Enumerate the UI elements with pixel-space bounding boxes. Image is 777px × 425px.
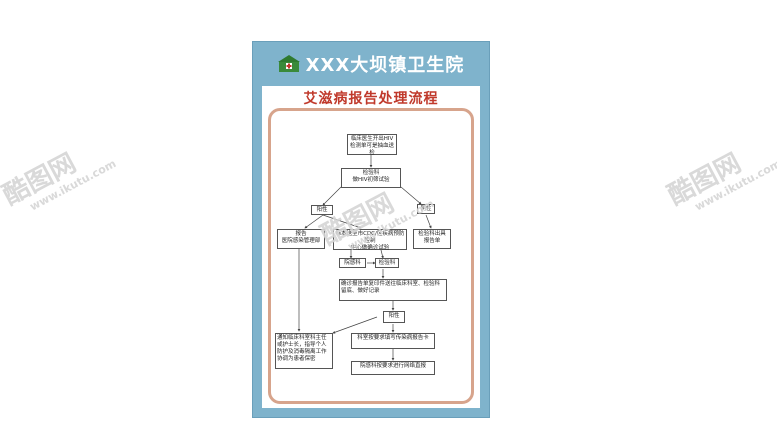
step-feedback-text: 确诊报告单复印件送往临床科室、检验科 留底、做好记录 — [341, 281, 441, 294]
step-lab-screening: 检验科 做HIV初筛试验 — [341, 168, 401, 188]
step-request: 临床医生开出HIV检测单可是抽血送检 — [347, 134, 397, 156]
poster-board: XXX大坝镇卫生院 艾滋病报告处理流程 — [252, 41, 490, 418]
step-fill-card: 科室按要求填写传染病报告卡 — [351, 333, 435, 349]
poster-header: XXX大坝镇卫生院 — [253, 42, 489, 86]
step-confirm-test: 标本送至市CDC/区疾病预防控制 中心做确诊试验 — [333, 229, 407, 251]
positive-node-2: 阳性 — [383, 311, 405, 323]
flowchart-frame: 临床医生开出HIV检测单可是抽血送检 检验科 做HIV初筛试验 阳性 阴性 报告… — [268, 108, 474, 404]
poster-body: 艾滋病报告处理流程 — [262, 86, 480, 408]
step-direct-report: 院感科按要求进行网络直报 — [351, 361, 435, 375]
watermark-left: 酷图网 www.ikutu.com — [0, 126, 118, 222]
hospital-name: XXX大坝镇卫生院 — [305, 55, 465, 76]
positive-node-1: 阳性 — [311, 205, 333, 215]
infection-dept-node: 院感科 — [339, 258, 366, 268]
lab-dept-node: 检验科 — [375, 258, 399, 268]
step-feedback: 确诊报告单复印件送往临床科室、检验科 留底、做好记录 — [339, 279, 447, 301]
poster-title: 艾滋病报告处理流程 — [303, 91, 439, 107]
step-negative-report-text: 检验科出具 报告单 — [418, 231, 446, 244]
flowchart-connectors — [297, 155, 432, 361]
step-lab-screening-text: 检验科 做HIV初筛试验 — [352, 170, 390, 183]
step-negative-report: 检验科出具 报告单 — [413, 229, 451, 249]
step-report-infection-text: 报告 医院感染管理部 — [281, 231, 321, 244]
step-notify: 通知临床科室科主任或护士长，指导个人防护及消毒隔离工作协调为患者保密 — [275, 333, 333, 369]
hospital-logo-icon — [277, 55, 300, 72]
step-report-infection: 报告 医院感染管理部 — [277, 229, 325, 249]
negative-node: 阴性 — [417, 204, 435, 214]
watermark-right: 酷图网 www.ikutu.com — [660, 126, 777, 222]
step-confirm-test-text: 标本送至市CDC/区疾病预防控制 中心做确诊试验 — [335, 231, 405, 251]
